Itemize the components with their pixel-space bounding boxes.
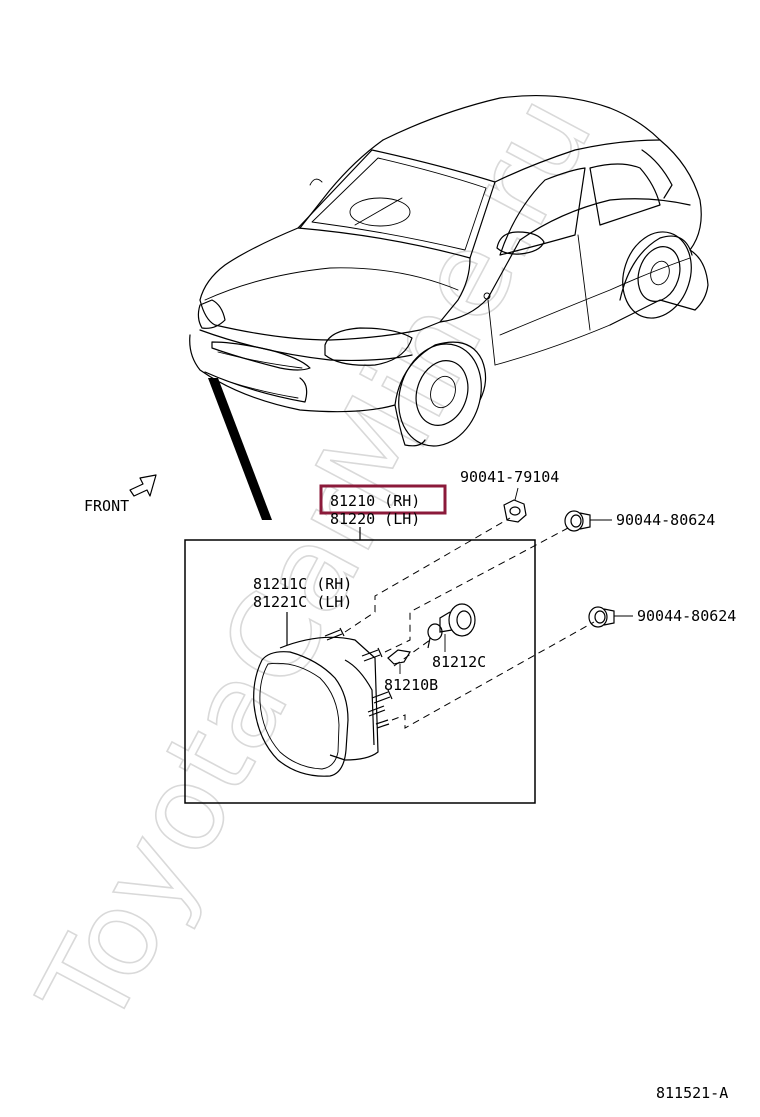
grommet-upper-leader	[384, 527, 569, 653]
location-pointer	[208, 378, 272, 520]
fog-lamp-assembly	[253, 627, 393, 777]
assembly-part-lh: 81220 (LH)	[330, 510, 420, 528]
grommet-upper-part	[564, 510, 612, 532]
nut-part	[503, 487, 527, 523]
front-direction-indicator: FRONT	[84, 474, 157, 515]
assembly-part-rh: 81210 (RH)	[330, 492, 420, 510]
grommet-lower-part-number: 90044-80624	[637, 607, 736, 625]
bulb-socket-part	[427, 603, 476, 652]
front-arrow-icon	[129, 474, 157, 497]
bracket-part	[387, 649, 411, 674]
grommet-upper-part-number: 90044-80624	[616, 511, 715, 529]
socket-leader	[393, 639, 431, 667]
highlight-box	[319, 484, 447, 515]
lens-housing-rh: 81211C (RH)	[253, 575, 352, 593]
figure-code: 811521-A	[656, 1084, 728, 1102]
front-label: FRONT	[84, 497, 129, 515]
grommet-lower-leader	[391, 621, 595, 729]
nut-leader	[344, 517, 511, 633]
bracket-part-number: 81210B	[384, 676, 438, 694]
bulb-socket-part-number: 81212C	[432, 653, 486, 671]
watermark: ToyotaCarMine.ru	[12, 72, 620, 1049]
vehicle-illustration	[189, 94, 709, 447]
nut-part-number: 90041-79104	[460, 468, 559, 486]
watermark-text: ToyotaCarMine.ru	[12, 73, 618, 1049]
lens-housing-lh: 81221C (LH)	[253, 593, 352, 611]
grommet-lower-part	[588, 606, 633, 628]
